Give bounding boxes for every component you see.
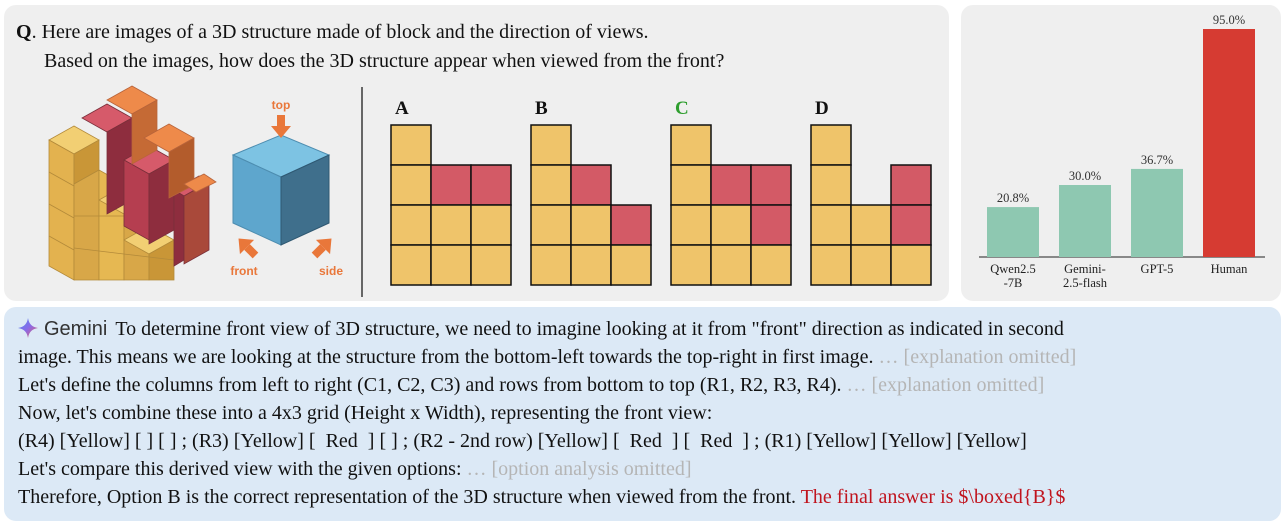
option-b-cell [570,204,612,246]
answer-line-1: Gemini To determine front view of 3D stru… [18,315,1064,343]
omitted-note: … [option analysis omitted] [461,458,692,480]
question-panel: Q. Here are images of a 3D structure mad… [4,5,949,301]
omitted-note: … [explanation omitted] [873,346,1077,368]
top-view-label: top [272,98,291,112]
final-answer: The final answer is $\boxed{B}$ [796,486,1066,508]
option-c-cell [670,124,712,166]
option-d-cell [890,164,932,206]
gemini-brand: Gemini [44,318,108,340]
option-d-cell [810,124,852,166]
front-arrow-icon [238,238,259,259]
option-c-cell [710,164,752,206]
option-a-cell [390,164,432,206]
top-arrow-icon [271,115,291,138]
option-d-cell [890,204,932,246]
option-a-cell [430,244,472,286]
option-d-cell [810,204,852,246]
category-label: Human [1211,262,1249,276]
bar-chart: 20.8% Qwen2.5-7B 30.0% Gemini-2.5-flash 36.7… [979,13,1265,290]
option-b-cell [610,204,652,246]
option-a-cell [470,164,512,206]
option-b-cell [610,244,652,286]
option-c-cell [750,164,792,206]
option-d-cell [850,204,892,246]
bar-value-label: 20.8% [997,191,1029,205]
option-d-cell [850,244,892,286]
bar-3 [1203,29,1255,257]
bar-value-label: 95.0% [1213,13,1245,27]
answer-text-3: Let's define the columns from left to ri… [18,374,842,396]
option-b-cell [530,124,572,166]
option-a-cell [430,204,472,246]
bar-0 [987,207,1039,257]
category-label: Gemini-2.5-flash [1063,262,1108,290]
option-b-cell [530,204,572,246]
bar-value-label: 30.0% [1069,169,1101,183]
bar-2 [1131,168,1183,257]
option-b-cell [530,244,572,286]
question-prefix: Q [16,21,32,43]
question-line-1: Q. Here are images of a 3D structure mad… [16,19,649,45]
answer-text-1: To determine front view of 3D structure,… [115,318,1064,340]
option-b-cell [570,164,612,206]
model-answer-panel: Gemini To determine front view of 3D stru… [4,307,1281,521]
answer-line-6: Let's compare this derived view with the… [18,455,692,483]
divider [361,87,363,297]
answer-options: A B C D [390,98,932,286]
view-direction-cube: top front side [230,98,343,278]
3d-structure-image [48,85,217,281]
answer-line-2: image. This means we are looking at the … [18,343,1076,371]
answer-text-7: Therefore, Option B is the correct repre… [18,486,797,508]
option-d-cell [810,164,852,206]
option-c-cell [670,204,712,246]
option-a-cell [390,244,432,286]
option-b-cell [530,164,572,206]
option-c-cell [670,164,712,206]
side-view-label: side [319,264,343,278]
option-b-cell [570,244,612,286]
option-c-cell [710,244,752,286]
option-a-cell [430,164,472,206]
option-a-cell [470,244,512,286]
answer-line-4: Now, let's combine these into a 4x3 grid… [18,402,713,424]
results-chart-panel: 20.8% Qwen2.5-7B 30.0% Gemini-2.5-flash 36.7… [961,5,1281,301]
bar-value-label: 36.7% [1141,153,1173,167]
option-a-cell [470,204,512,246]
option-c-cell [750,244,792,286]
option-d-cell [810,244,852,286]
question-line-2: Based on the images, how does the 3D str… [44,50,725,72]
option-label-b: B [535,98,548,119]
option-d-cell [890,244,932,286]
answer-line-7: Therefore, Option B is the correct repre… [18,483,1065,511]
category-label: GPT-5 [1141,262,1174,276]
answer-text-2: image. This means we are looking at the … [18,346,874,368]
omitted-note: … [explanation omitted] [841,374,1045,396]
category-label: Qwen2.5-7B [990,262,1035,290]
side-arrow-icon [311,238,332,259]
option-a-cell [390,124,432,166]
gemini-star-icon [18,318,38,338]
option-label-d: D [815,98,829,119]
option-c-cell [710,204,752,246]
option-label-c: C [675,98,689,119]
question-text-1: . Here are images of a 3D structure made… [31,21,649,43]
bar-1 [1059,185,1111,257]
option-a-cell [390,204,432,246]
answer-line-5: (R4) [Yellow] [ ] [ ] ; (R3) [Yellow] [ … [18,430,1027,452]
option-label-a: A [395,98,409,119]
option-c-cell [670,244,712,286]
front-view-label: front [230,264,257,278]
option-c-cell [750,204,792,246]
answer-text-6: Let's compare this derived view with the… [18,458,462,480]
answer-line-3: Let's define the columns from left to ri… [18,371,1044,399]
